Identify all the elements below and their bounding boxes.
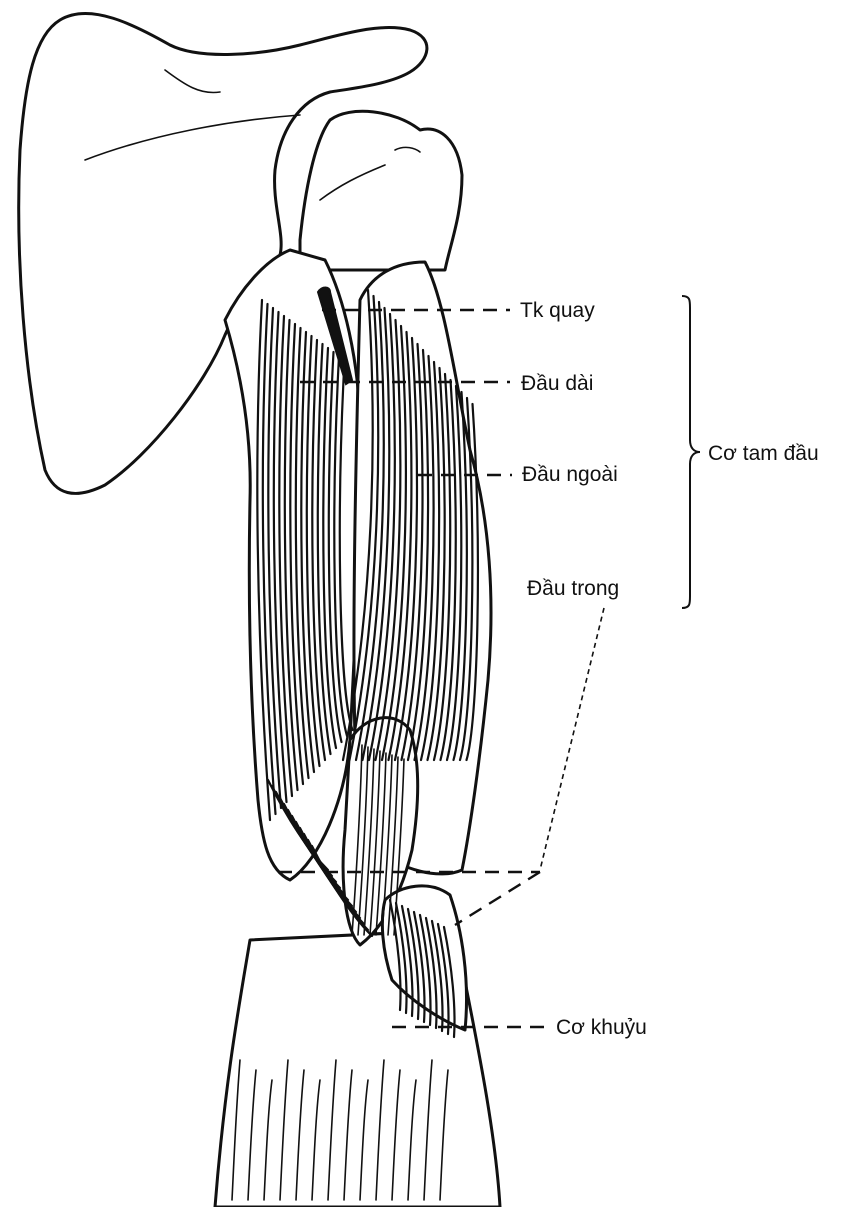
label-medial-head: Đầu trong [527,577,619,600]
label-long-head: Đầu dài [521,372,593,395]
leader-medial-head-upper [540,608,604,870]
leader-medial-head-diagonal [455,872,540,925]
triceps-bracket [682,296,700,608]
humerus [300,111,462,270]
label-triceps: Cơ tam đầu [708,442,819,465]
label-anconeus: Cơ khuỷu [556,1016,647,1039]
label-lateral-head: Đầu ngoài [522,463,618,486]
label-radial-nerve: Tk quay [520,299,595,322]
